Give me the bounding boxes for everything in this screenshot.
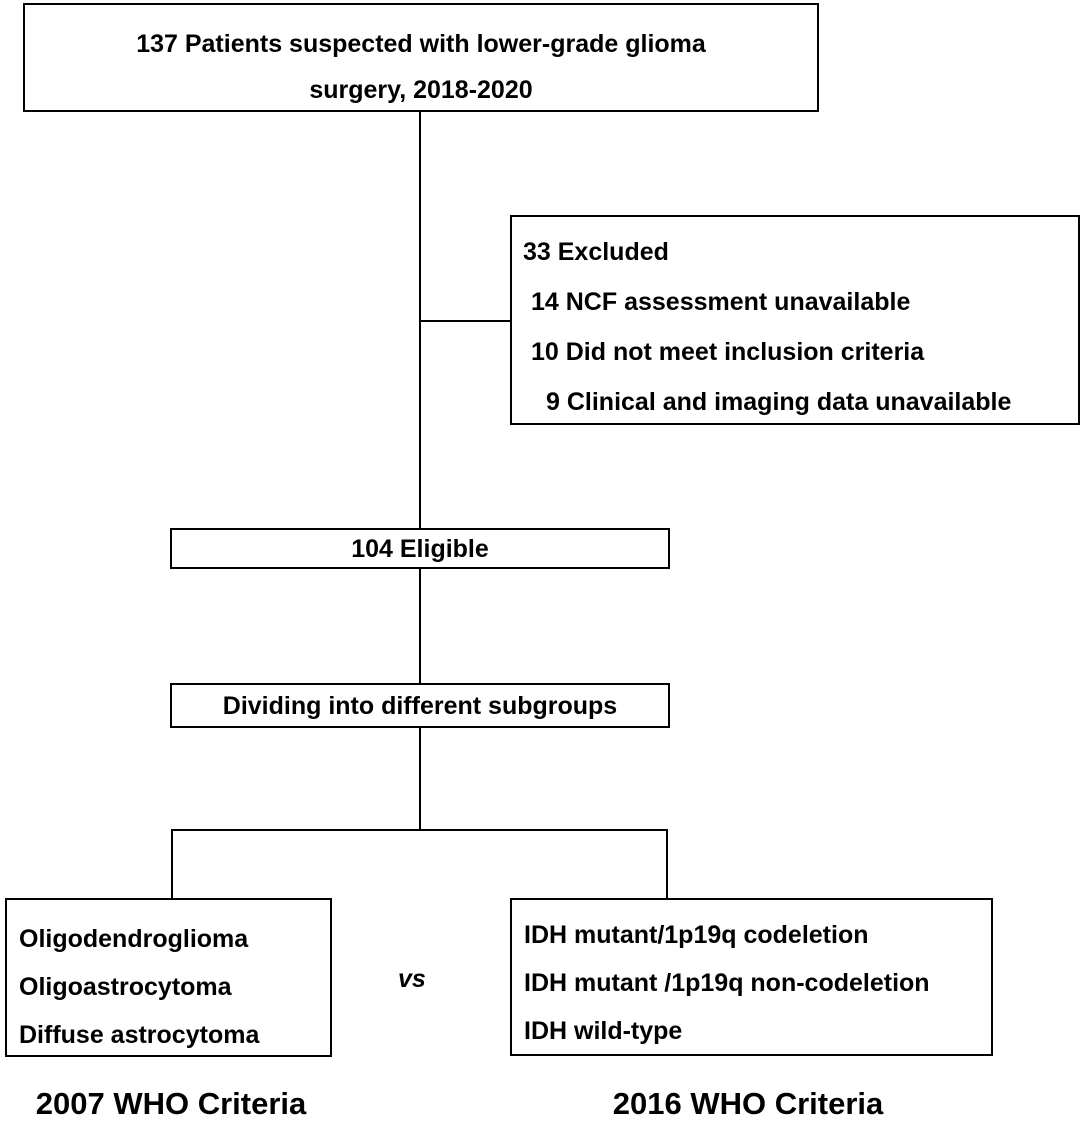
who-2007-item-oligoastrocytoma: Oligoastrocytoma [19,973,232,1001]
subgroup-label: Dividing into different subgroups [222,692,618,720]
who-2007-item-oligodendroglioma: Oligodendroglioma [19,925,249,953]
who-2007-item-diffuse-astrocytoma: Diffuse astrocytoma [19,1021,260,1049]
connector-split-horizontal [171,829,668,831]
eligible-label: 104 Eligible [351,535,489,563]
who-2016-box: IDH mutant/1p19q codeletion IDH mutant /… [510,898,993,1056]
who-2007-caption: 2007 WHO Criteria [35,1086,307,1121]
versus-label: vs [398,965,426,993]
excluded-item-inclusion: 10 Did not meet inclusion criteria [531,338,925,366]
connector-branch-to-excluded [419,320,511,322]
excluded-item-ncf: 14 NCF assessment unavailable [531,288,911,316]
who-2016-item-non-codeletion: IDH mutant /1p19q non-codeletion [524,969,930,997]
who-2016-caption: 2016 WHO Criteria [612,1086,884,1121]
connector-split-to-2016 [666,829,668,899]
who-2016-item-wild-type: IDH wild-type [524,1017,683,1045]
start-box-line-2: surgery, 2018-2020 [309,76,533,104]
connector-eligible-to-subgroup [419,568,421,683]
connector-subgroup-to-split [419,727,421,829]
start-box: 137 Patients suspected with lower-grade … [23,3,819,112]
who-2016-item-codeletion: IDH mutant/1p19q codeletion [524,921,869,949]
eligible-box: 104 Eligible [170,528,670,569]
start-box-line-1: 137 Patients suspected with lower-grade … [136,30,706,58]
excluded-box: 33 Excluded 14 NCF assessment unavailabl… [510,215,1080,425]
who-2007-box: Oligodendroglioma Oligoastrocytoma Diffu… [5,898,332,1057]
subgroup-box: Dividing into different subgroups [170,683,670,728]
connector-split-to-2007 [171,829,173,899]
excluded-title: 33 Excluded [523,238,669,266]
excluded-item-clinical-imaging: 9 Clinical and imaging data unavailable [546,388,1012,416]
